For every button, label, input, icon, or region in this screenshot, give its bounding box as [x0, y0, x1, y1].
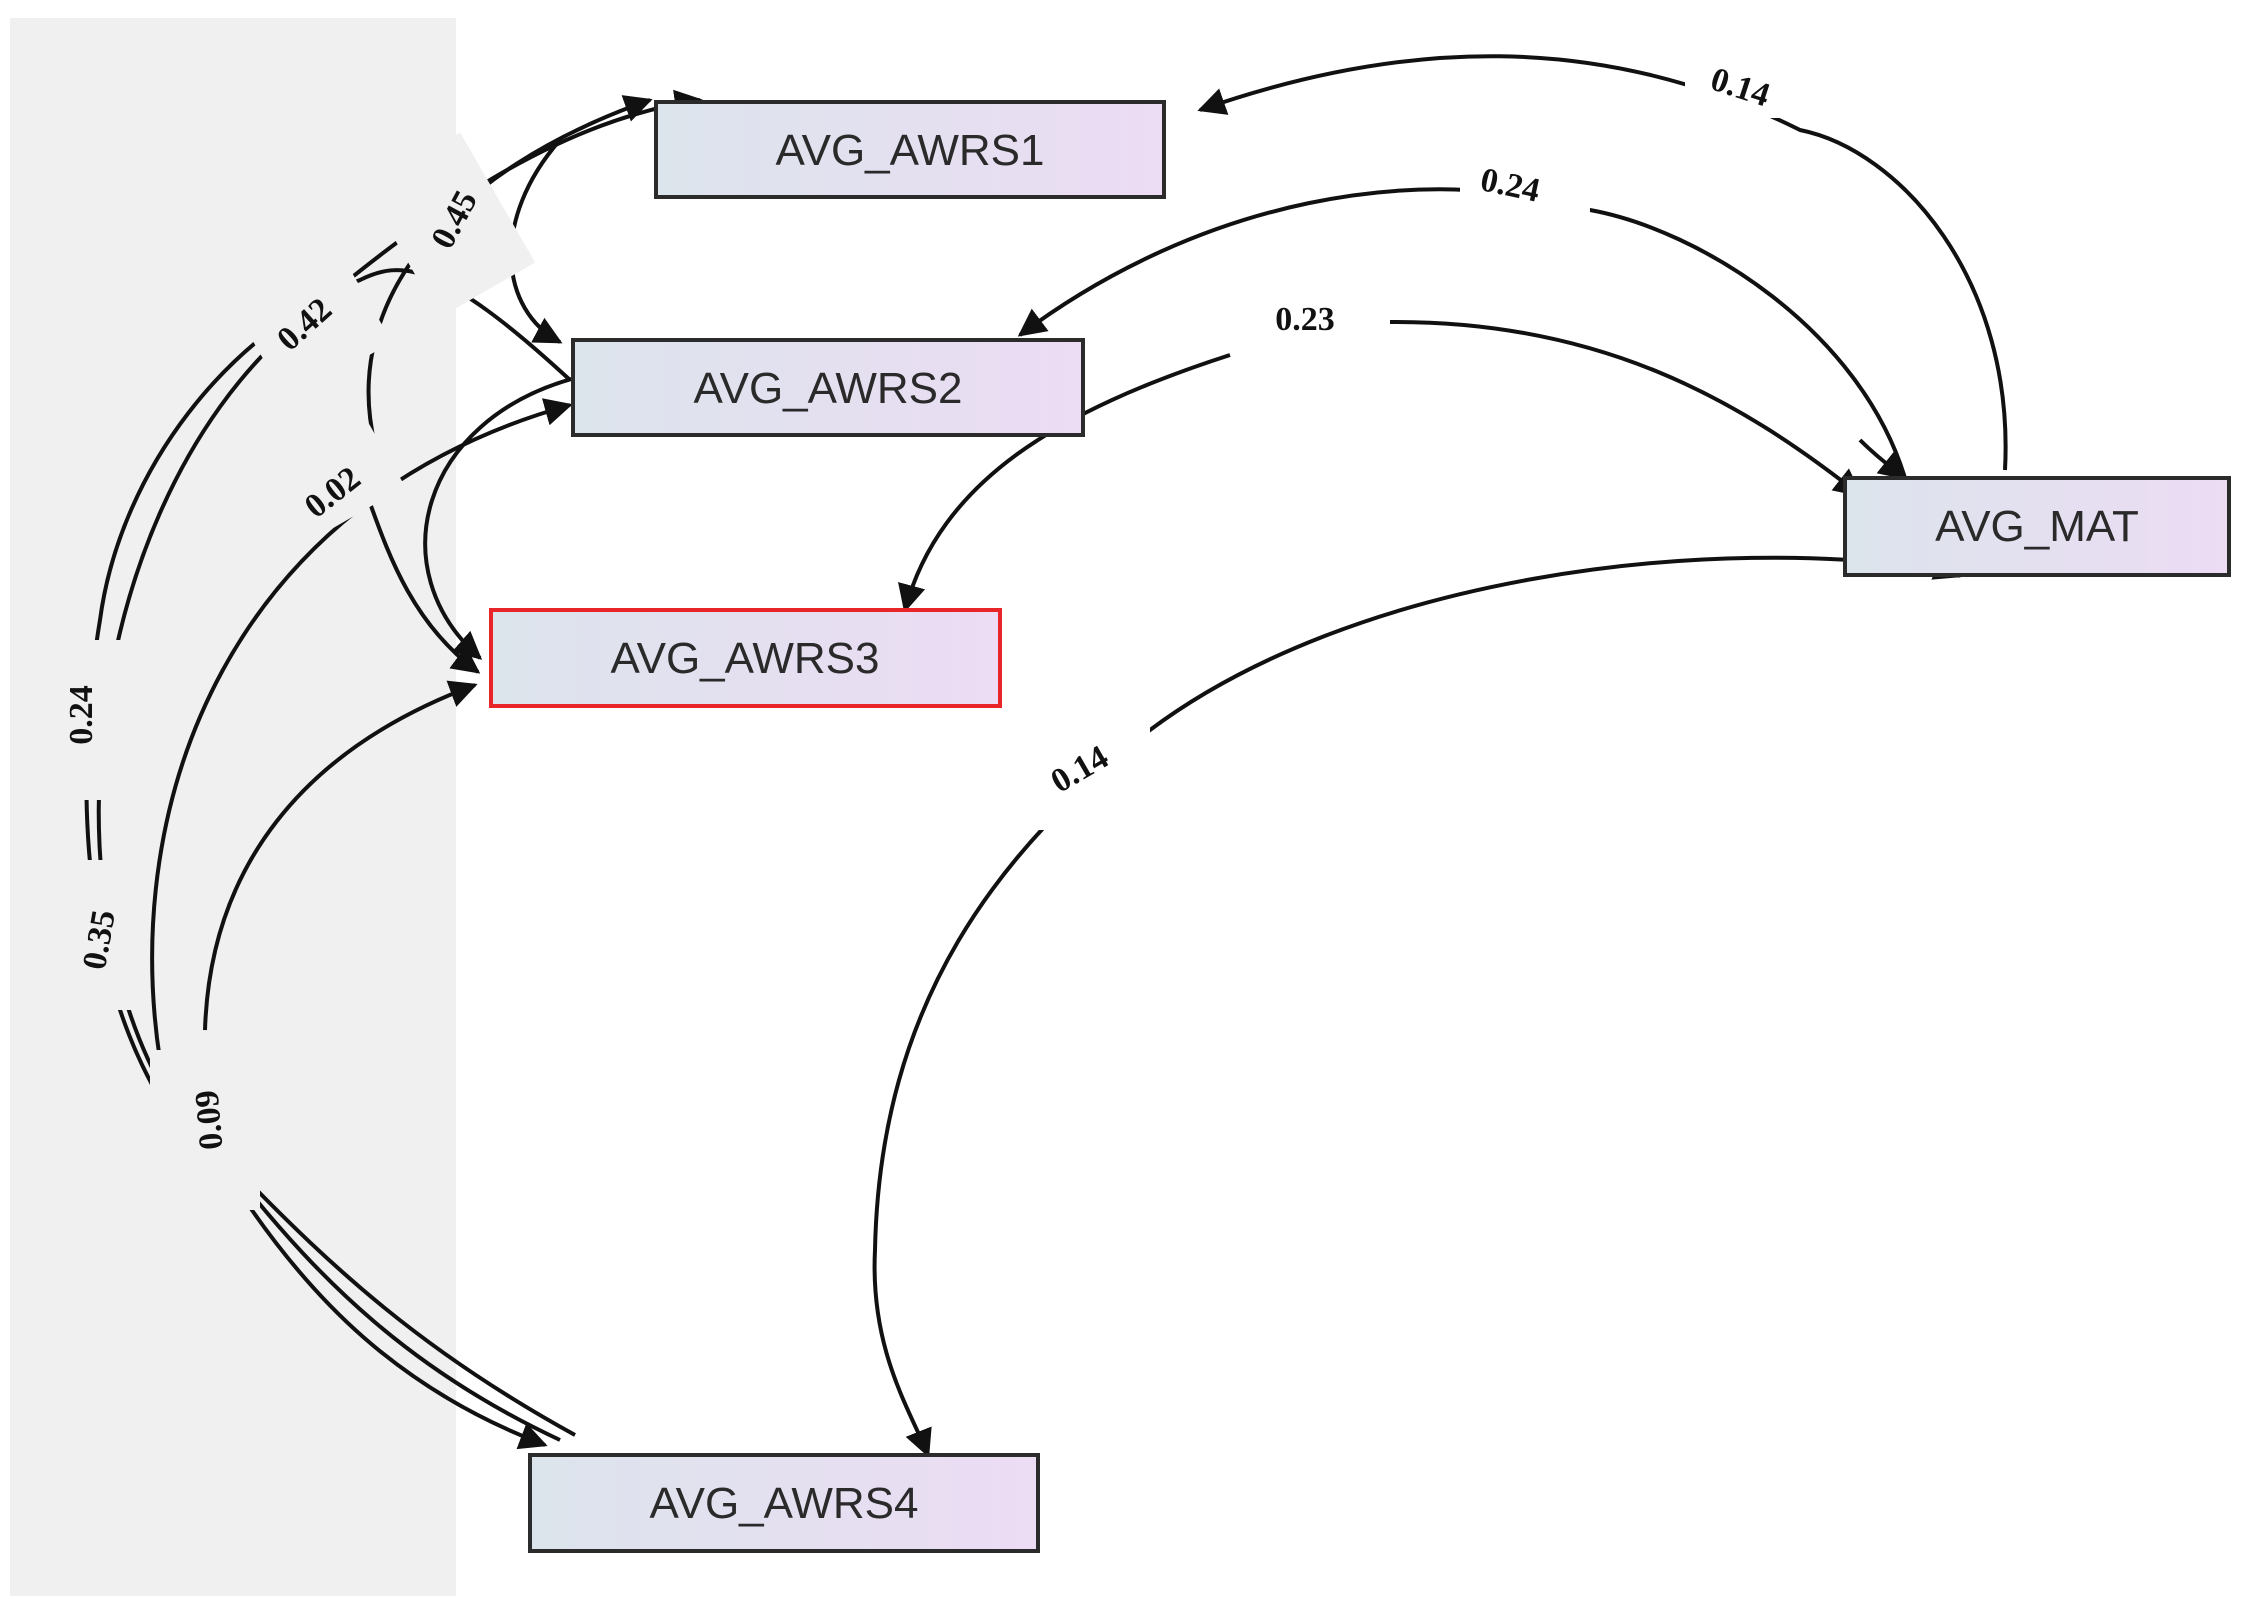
- edge-awrs4-awrs3b: [203, 680, 478, 1031]
- node-label-mat: AVG_MAT: [1935, 502, 2139, 551]
- node-awrs1[interactable]: AVG_AWRS1: [654, 100, 1166, 199]
- edge-mat-awrs1: [1197, 54, 2008, 471]
- edge-awrs4-awrs2: [150, 398, 573, 1061]
- node-awrs3[interactable]: AVG_AWRS3: [489, 608, 1002, 708]
- background-panel: [10, 18, 456, 1596]
- node-label-awrs2: AVG_AWRS2: [694, 364, 963, 413]
- node-label-awrs4: AVG_AWRS4: [650, 1479, 919, 1528]
- edge-mat-awrs2: [1017, 187, 1907, 479]
- edge-label-0.24-left: 0.24: [63, 685, 100, 745]
- edge-mat-awrs2-head: [1858, 438, 1908, 480]
- edge-awrs3-mat: [898, 353, 1231, 613]
- edge-into-awrs4-a: [233, 1183, 548, 1450]
- node-mat[interactable]: AVG_MAT: [1843, 476, 2231, 577]
- node-label-awrs3: AVG_AWRS3: [611, 634, 880, 683]
- edge-into-awrs4-c: [243, 1176, 576, 1437]
- edge-label-0.23: 0.23: [1275, 301, 1335, 338]
- node-awrs2[interactable]: AVG_AWRS2: [571, 338, 1085, 437]
- edge-awrs2-awrs3: [423, 376, 576, 660]
- node-label-awrs1: AVG_AWRS1: [776, 126, 1045, 175]
- edge-mat-awrs4: [872, 555, 1961, 1458]
- edge-into-awrs4-b: [238, 1178, 561, 1442]
- edge-mat-awrs3: [1387, 319, 1863, 497]
- edge-label-0.09: 0.09: [188, 1089, 230, 1151]
- node-awrs4[interactable]: AVG_AWRS4: [528, 1453, 1040, 1553]
